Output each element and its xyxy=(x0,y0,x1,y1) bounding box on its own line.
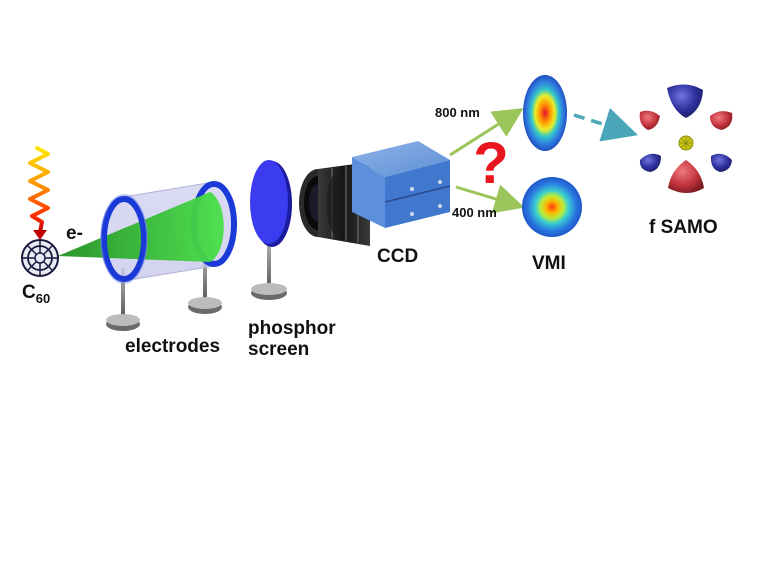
fsamo-label: f SAMO xyxy=(649,217,718,238)
phosphor-screen-label: phosphor screen xyxy=(248,318,336,361)
c60-label-sub: 60 xyxy=(35,290,51,306)
arrow-800nm xyxy=(449,108,524,157)
arrow-to-orbital xyxy=(573,107,639,142)
vmi-image-400nm xyxy=(522,177,582,237)
vmi-image-800nm xyxy=(523,75,567,151)
fsamo-orbital-icon xyxy=(639,84,733,193)
arrow-400nm xyxy=(455,184,525,214)
ccd-label: CCD xyxy=(377,246,419,267)
laser-arrowhead xyxy=(33,230,47,240)
electrodes-label: electrodes xyxy=(125,336,221,357)
c60-molecule-icon xyxy=(21,239,59,277)
phosphor-label-line2: screen xyxy=(248,338,310,360)
c60-label: C60 xyxy=(22,282,51,306)
vmi-label: VMI xyxy=(532,253,566,274)
laser-wave-icon xyxy=(28,146,50,234)
question-mark-icon: ? xyxy=(473,131,508,196)
wavelength-800-label: 800 nm xyxy=(435,105,480,120)
electron-label: e- xyxy=(66,223,83,244)
c60-label-base: C xyxy=(22,282,36,303)
electrode-assembly xyxy=(58,181,237,331)
wavelength-400-label: 400 nm xyxy=(452,205,497,220)
phosphor-label-line1: phosphor xyxy=(248,318,336,339)
phosphor-screen-icon xyxy=(250,160,292,300)
camera-icon xyxy=(299,141,451,246)
